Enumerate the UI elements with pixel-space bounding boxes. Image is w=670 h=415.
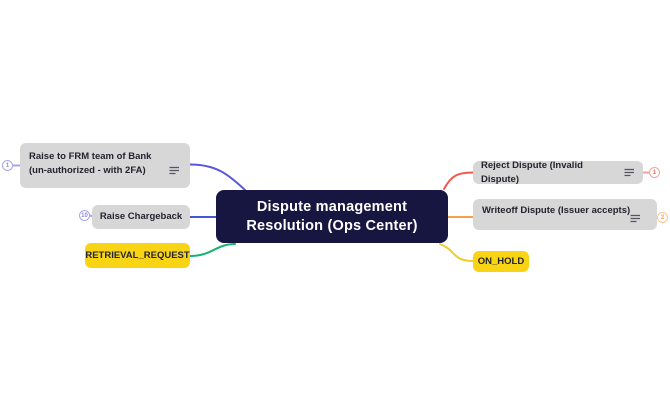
collapse-badge-frm[interactable]: 1 (2, 160, 13, 171)
node-writeoff-dispute[interactable]: Writeoff Dispute (Issuer accepts) (473, 199, 657, 230)
node-raise-chargeback-label: Raise Chargeback (99, 211, 183, 223)
notes-icon[interactable] (169, 166, 180, 175)
collapse-badge-writeoff[interactable]: 2 (657, 212, 668, 223)
collapse-badge-chargeback-count: 10 (81, 212, 88, 219)
node-raise-to-frm-label: Raise to FRM team of Bank (un-authorized… (29, 151, 152, 176)
collapse-badge-frm-count: 1 (5, 162, 10, 169)
connector-reject (443, 171, 474, 190)
node-retrieval-request-label: RETRIEVAL_REQUEST (85, 249, 190, 261)
node-on-hold-label: ON_HOLD (477, 255, 525, 267)
notes-icon[interactable] (624, 168, 635, 177)
node-reject-dispute[interactable]: Reject Dispute (Invalid Dispute) (473, 159, 643, 185)
collapse-badge-writeoff-count: 2 (660, 214, 665, 221)
node-raise-to-frm[interactable]: Raise to FRM team of Bank (un-authorized… (20, 143, 190, 188)
central-node-line1: Dispute management (256, 198, 408, 215)
node-writeoff-dispute-label: Writeoff Dispute (Issuer accepts) (482, 205, 631, 216)
central-node[interactable]: Dispute management Resolution (Ops Cente… (216, 190, 448, 243)
connector-onhold (439, 243, 474, 262)
collapse-badge-reject-count: 1 (652, 169, 657, 176)
connector-frm (189, 163, 246, 191)
collapse-badge-chargeback[interactable]: 10 (79, 210, 90, 221)
collapse-badge-reject[interactable]: 1 (649, 167, 660, 178)
node-retrieval-request[interactable]: RETRIEVAL_REQUEST (85, 243, 190, 268)
node-reject-dispute-label: Reject Dispute (Invalid Dispute) (481, 159, 583, 185)
central-node-line2: Resolution (Ops Center) (246, 217, 418, 234)
connector-retrieval (189, 243, 236, 257)
node-on-hold[interactable]: ON_HOLD (473, 251, 529, 272)
node-raise-chargeback[interactable]: Raise Chargeback (92, 205, 190, 229)
notes-icon[interactable] (630, 214, 641, 223)
